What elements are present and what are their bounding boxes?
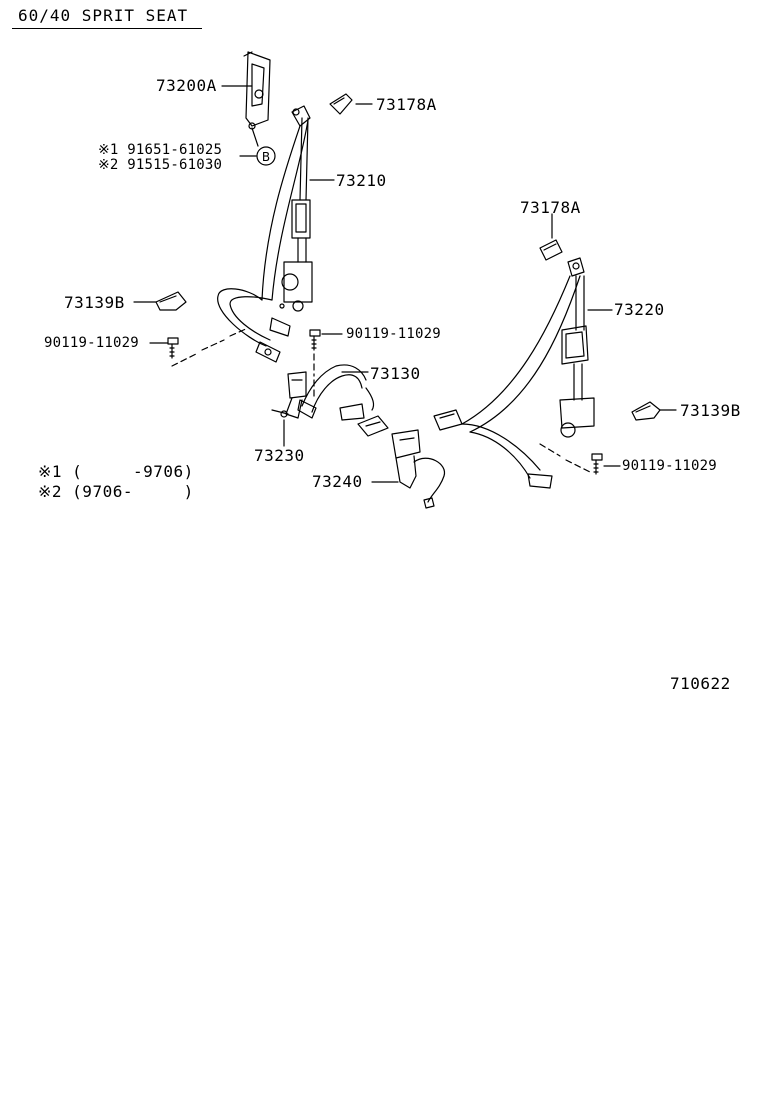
legend-line2: ※2 (9706- ) (38, 482, 194, 501)
bolt-90119-center (310, 330, 320, 350)
buckle-73240 (358, 416, 445, 508)
buckle-belt-73130 (298, 365, 374, 420)
label-73178A-left: 73178A (376, 95, 437, 114)
label-73200A: 73200A (156, 76, 217, 95)
belt-assembly-73220 (434, 258, 594, 488)
cover-73178A-left (330, 94, 352, 114)
bolt-90119-left (168, 338, 178, 358)
diagram-title: 60/40 SPRIT SEAT (18, 6, 189, 25)
label-73139B-right: 73139B (680, 401, 741, 420)
title-underline (12, 28, 202, 29)
cover-73178A-right (540, 240, 562, 260)
label-73210: 73210 (336, 171, 387, 190)
label-73130: 73130 (370, 364, 421, 383)
cover-73139B-right (632, 402, 660, 420)
label-73230: 73230 (254, 446, 305, 465)
label-90119-right: 90119-11029 (622, 458, 717, 474)
belt-assembly-73210 (218, 106, 312, 362)
legend-line1: ※1 ( -9706) (38, 462, 194, 481)
label-73220: 73220 (614, 300, 665, 319)
label-90119-left: 90119-11029 (44, 335, 139, 351)
bolt-90119-right (592, 454, 602, 474)
label-90119-center: 90119-11029 (346, 326, 441, 342)
buckle-73230 (272, 372, 306, 418)
label-73240: 73240 (312, 472, 363, 491)
bolt-note-line1: ※1 91651-61025 (98, 142, 223, 158)
cover-73139B-left (156, 292, 186, 310)
ref-letter-B: B (262, 150, 270, 164)
label-73139B-left: 73139B (64, 293, 125, 312)
bolt-note-line2: ※2 91515-61030 (98, 157, 223, 173)
anchor-plate-73200A (244, 52, 270, 146)
label-73178A-right: 73178A (520, 198, 581, 217)
diagram-id: 710622 (670, 674, 731, 693)
